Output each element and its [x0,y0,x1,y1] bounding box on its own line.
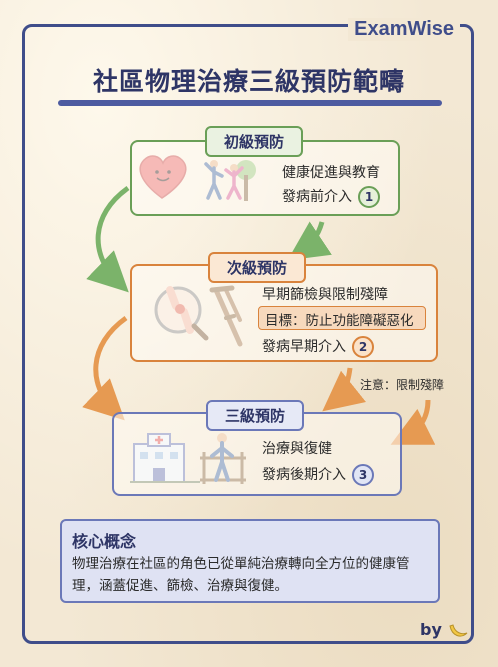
title-underline [58,100,442,106]
arrow-note-to-tertiary [390,399,436,445]
secondary-goal: 目標：防止功能障礙惡化 [258,306,426,330]
step-number-2: 2 [352,336,374,358]
tertiary-line-2: 發病後期介入 3 [262,464,374,486]
byline: by [420,620,469,640]
step-number-1: 1 [358,186,380,208]
tertiary-prevention-label: 三級預防 [206,400,304,431]
tertiary-line-1: 治療與復健 [262,441,332,457]
banana-icon [449,623,468,637]
page-frame [22,24,474,644]
step-number-3: 3 [352,464,374,486]
core-concept-box [60,519,440,603]
secondary-line-1: 早期篩檢與限制殘障 [262,287,388,303]
primary-prevention-label: 初級預防 [205,126,303,157]
arrow-primary-to-secondary-right [287,221,332,261]
secondary-line-3: 發病早期介入 2 [262,336,374,358]
secondary-prevention-label: 次級預防 [208,252,306,283]
brand-logo: ExamWise [348,18,460,41]
core-concept-body: 物理治療在社區的角色已從單純治療轉向全方位的健康管理，涵蓋促進、篩檢、治療與復健… [72,556,410,594]
secondary-intervention-text: 發病早期介入 [262,339,346,355]
arrow-secondary-to-tertiary-left [82,315,128,421]
note-limit-disability: 注意：限制殘障 [360,378,445,392]
tertiary-intervention-text: 發病後期介入 [262,467,346,483]
primary-line-2: 發病前介入 1 [282,186,380,208]
primary-line-1: 健康促進與教育 [282,165,380,181]
core-concept-title: 核心概念 [72,532,137,551]
page-title: 社區物理治療三級預防範疇 [92,67,405,96]
arrow-primary-to-secondary-left [86,185,130,293]
byline-text: by [420,620,442,639]
primary-intervention-text: 發病前介入 [282,189,352,205]
arrow-secondary-to-tertiary-mid [322,367,367,412]
